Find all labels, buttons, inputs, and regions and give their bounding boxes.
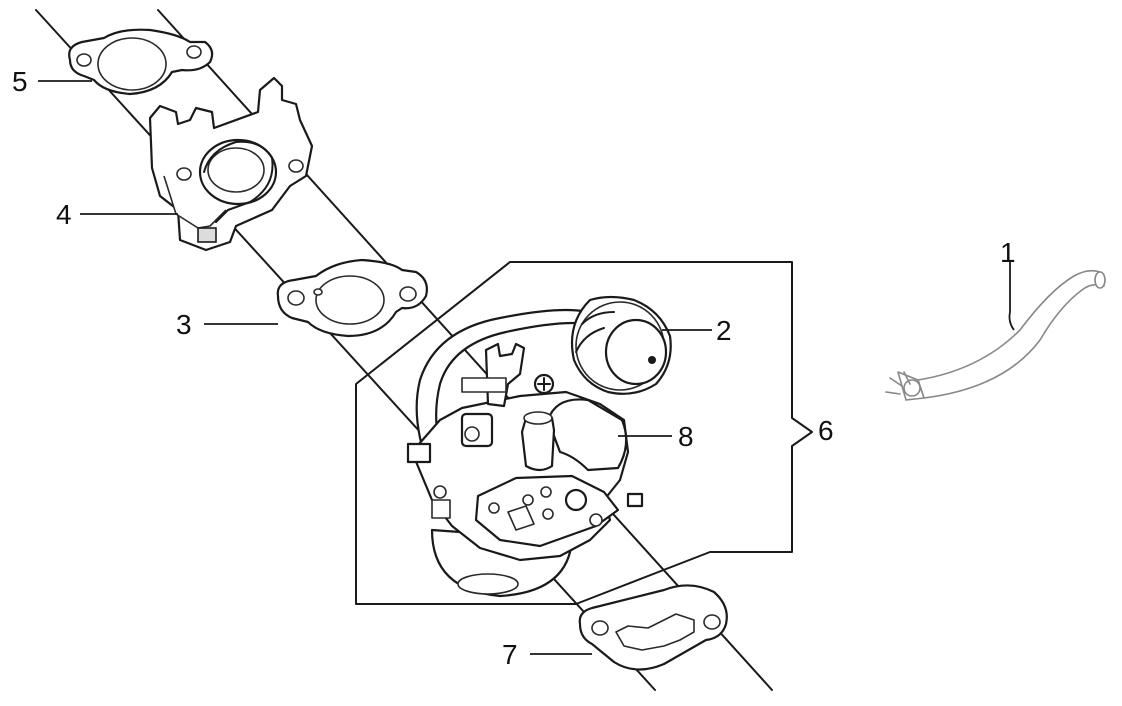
assembly-bracket-6 — [355, 261, 813, 605]
part-5-gasket — [68, 28, 214, 96]
callout-1: 1 — [1000, 237, 1016, 268]
callout-4: 4 — [56, 199, 72, 230]
callout-7: 7 — [502, 639, 518, 670]
callout-2: 2 — [716, 315, 732, 346]
part-3-gasket — [276, 258, 428, 338]
part-7-gasket — [578, 584, 728, 671]
callout-leaders — [38, 80, 1015, 655]
callout-labels: 1 2 3 4 5 6 7 8 — [12, 66, 1016, 670]
part-4-insulator — [148, 76, 314, 252]
callout-5: 5 — [12, 66, 28, 97]
leader-1 — [1008, 262, 1015, 331]
callout-3: 3 — [176, 309, 192, 340]
part-1-fuel-hose — [885, 269, 1106, 401]
part-2-primer-bulb — [570, 295, 672, 395]
axis-line-left — [35, 9, 656, 691]
part-6-carburetor — [406, 308, 644, 598]
callout-6: 6 — [818, 415, 834, 446]
callout-8: 8 — [678, 421, 694, 452]
